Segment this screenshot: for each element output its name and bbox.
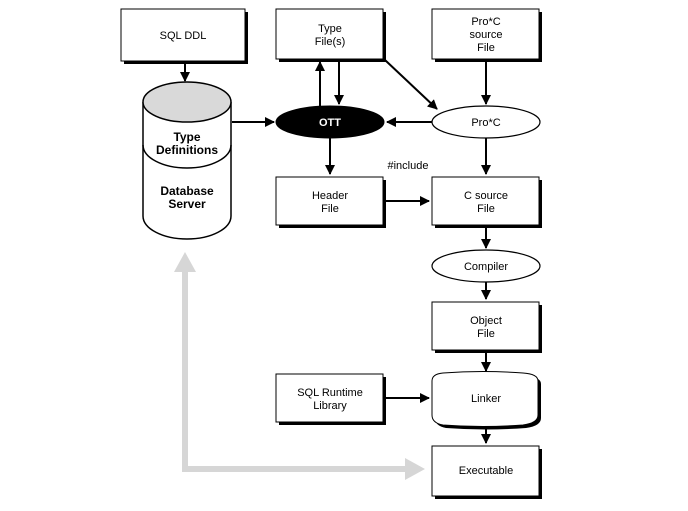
node-linker: Linker [431, 371, 541, 430]
node-type-files: Type File(s) [275, 8, 386, 62]
node-label: Type [173, 130, 200, 144]
node-object-file: Object File [431, 301, 542, 353]
gray-connector-line [182, 268, 408, 472]
node-label: File [477, 42, 495, 54]
node-label: Executable [459, 465, 513, 477]
node-compiler: Compiler [431, 249, 541, 283]
node-executable: Executable [431, 445, 542, 499]
node-label: Database [160, 184, 214, 198]
node-database-server: Type Definitions Database Server [142, 81, 232, 240]
node-label: Header [312, 190, 348, 202]
node-label: Server [168, 197, 206, 211]
node-c-source-file: C source File [431, 176, 542, 228]
edge-type-files-to-proc [384, 59, 438, 110]
node-proc: Pro*C [431, 105, 541, 139]
node-label: Object [470, 315, 502, 327]
node-sql-ddl: SQL DDL [120, 8, 248, 64]
node-label: SQL DDL [160, 30, 207, 42]
node-label: Pro*C [471, 117, 500, 129]
cylinder-top [142, 81, 232, 123]
node-header-file: Header File [275, 176, 386, 228]
node-label: File(s) [315, 36, 346, 48]
gray-arrowhead-up-icon [174, 252, 196, 272]
node-label: source [469, 29, 502, 41]
node-label: Compiler [464, 261, 508, 273]
node-label: Linker [471, 393, 501, 405]
node-label: SQL Runtime [297, 387, 363, 399]
node-label: Type [318, 23, 342, 35]
node-sql-runtime-library: SQL Runtime Library [275, 373, 386, 425]
node-proc-source-file: Pro*C source File [431, 8, 542, 62]
node-label: File [477, 203, 495, 215]
node-label: Pro*C [471, 16, 500, 28]
gray-connector-executable-database [174, 252, 425, 480]
node-label: File [321, 203, 339, 215]
gray-arrowhead-right-icon [405, 458, 425, 480]
edge-label-include: #include [388, 160, 429, 172]
node-label: Definitions [156, 143, 218, 157]
node-label: Library [313, 400, 347, 412]
node-label: OTT [319, 117, 341, 129]
node-label: File [477, 328, 495, 340]
node-label: C source [464, 190, 508, 202]
node-ott: OTT [275, 105, 385, 139]
